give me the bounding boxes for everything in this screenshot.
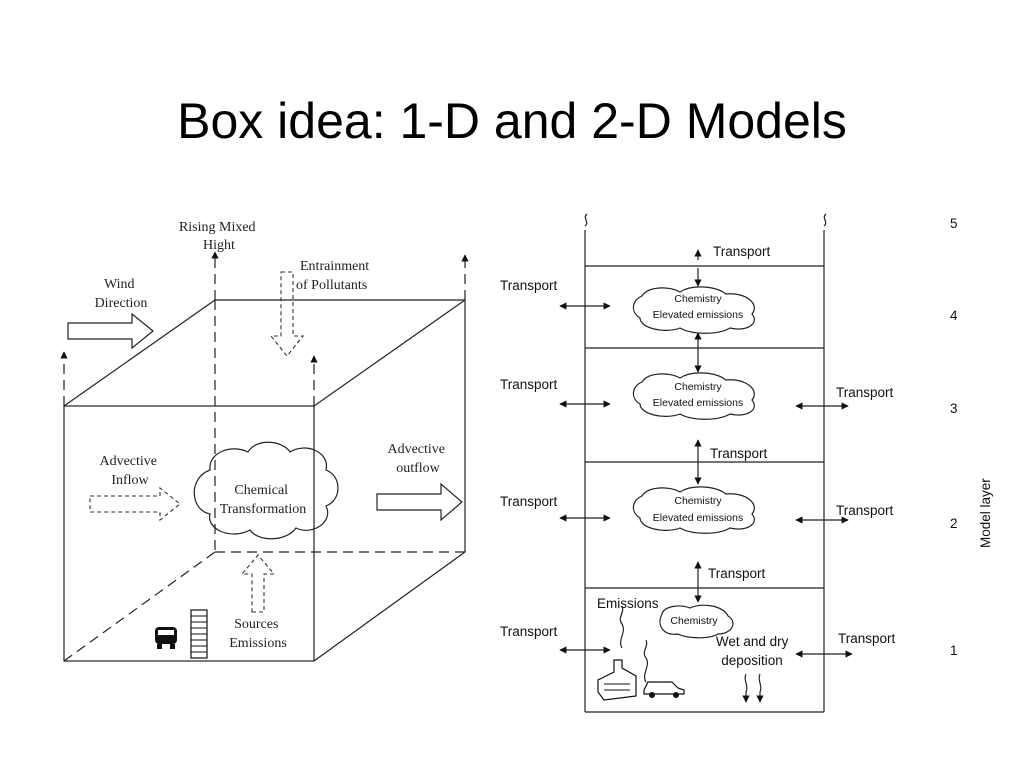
deposition-arrow-2-icon	[756, 673, 764, 703]
box-top-right-edge	[313, 299, 466, 407]
chemistry-cloud-4-icon	[632, 286, 755, 334]
building-icon	[190, 609, 208, 659]
chemistry-cloud-3-icon	[632, 372, 755, 420]
rising-mixed-hight-label: Rising Mixed Hight	[179, 220, 259, 253]
transport-label-3-2: Transport	[710, 446, 768, 461]
car-icon	[155, 627, 177, 649]
chemistry-label-4: Chemistry	[674, 293, 722, 305]
model-layer-axis-label: Model layer	[978, 478, 993, 548]
wet-dry-deposition-label: Wet and dry deposition	[716, 634, 792, 668]
box-bottom-right-edge	[313, 551, 466, 662]
left-break-icon	[584, 213, 588, 227]
transport-label-3-left: Transport	[500, 377, 558, 392]
elevated-emissions-label-3: Elevated emissions	[653, 397, 743, 409]
wind-direction-label: Wind Direction	[95, 277, 148, 311]
deposition-arrow-1-icon	[742, 673, 750, 703]
page-title: Box idea: 1-D and 2-D Models	[177, 93, 847, 149]
transport-label-4-left: Transport	[500, 278, 558, 293]
chemistry-cloud-2-icon	[632, 486, 755, 534]
advective-outflow-arrow-icon	[376, 482, 463, 522]
transport-label-top: Transport	[713, 244, 771, 259]
transport-label-2-1: Transport	[708, 566, 766, 581]
chemistry-cloud-1-icon	[659, 604, 734, 639]
sources-emissions-label: Sources Emissions	[229, 617, 287, 651]
chemistry-label-3: Chemistry	[674, 381, 722, 393]
chemistry-label-1: Chemistry	[670, 615, 718, 627]
emissions-label: Emissions	[597, 596, 659, 611]
elevated-emissions-label-4: Elevated emissions	[653, 309, 743, 321]
transport-label-2-left: Transport	[500, 494, 558, 509]
car-icon-right	[643, 681, 685, 698]
box-front-face	[63, 405, 315, 662]
box-model: Rising Mixed Hight Entrainment of Pollut…	[60, 220, 469, 662]
layer-number-1: 1	[950, 643, 958, 658]
layer-model: Transport Chemistry Elevated emissions T…	[500, 213, 993, 713]
chemistry-label-2: Chemistry	[674, 495, 722, 507]
elevated-emissions-label-2: Elevated emissions	[653, 512, 743, 524]
transport-label-1-left: Transport	[500, 624, 558, 639]
chemical-transformation-label: Chemical Transformation	[220, 483, 307, 517]
emission-plume-2-icon	[643, 639, 649, 683]
advective-outflow-label: Advective outflow	[387, 442, 448, 476]
layer-number-5: 5	[950, 216, 958, 231]
factory-icon	[597, 659, 637, 701]
entrainment-arrow-icon	[269, 271, 305, 357]
layer-number-4: 4	[950, 308, 958, 323]
transport-label-3-right: Transport	[836, 385, 894, 400]
right-break-icon	[823, 213, 827, 227]
advective-inflow-label: Advective Inflow	[99, 454, 160, 488]
layer-number-3: 3	[950, 401, 958, 416]
transport-label-2-right: Transport	[836, 503, 894, 518]
box-top-left-edge	[63, 299, 216, 407]
sources-emissions-arrow-icon	[240, 554, 276, 613]
transport-label-1-right: Transport	[838, 631, 896, 646]
chemical-cloud-icon	[193, 441, 339, 540]
advective-inflow-arrow-icon	[89, 486, 181, 522]
entrainment-label: Entrainment of Pollutants	[296, 259, 373, 293]
emission-plume-icon	[619, 605, 625, 649]
layer-number-2: 2	[950, 516, 958, 531]
wind-direction-arrow-icon	[67, 312, 154, 350]
